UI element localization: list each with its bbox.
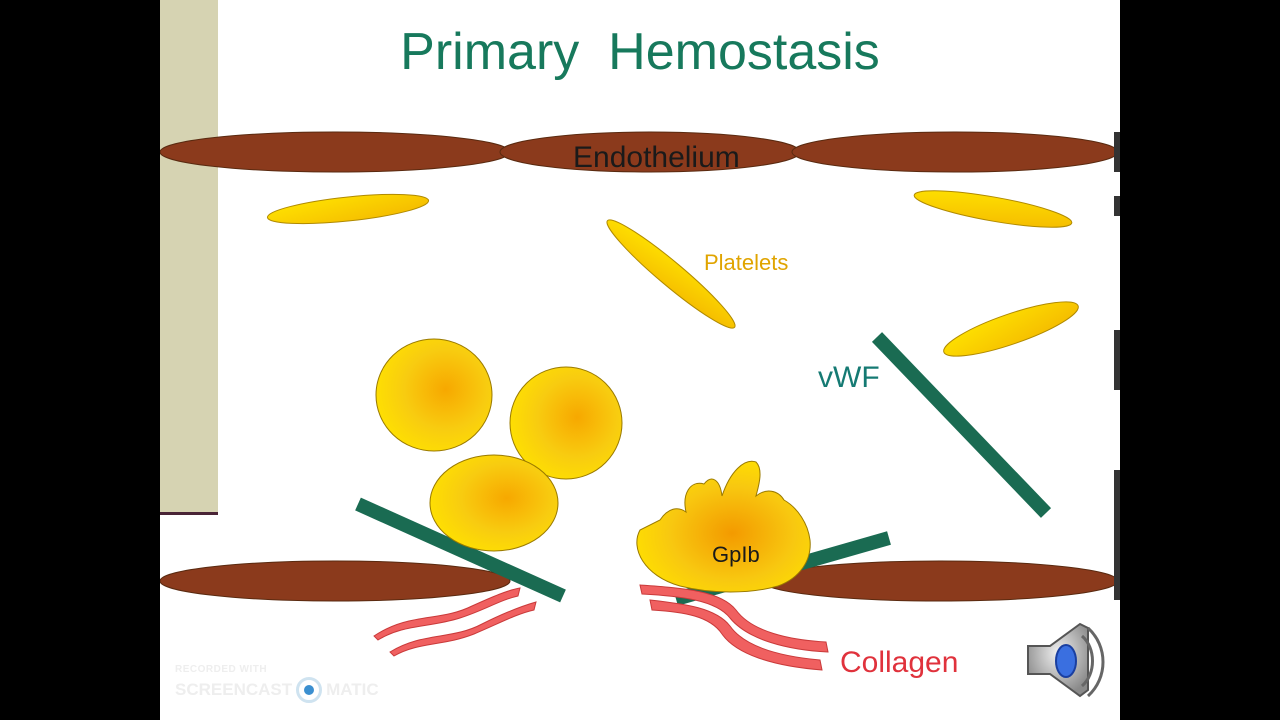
hemostasis-diagram <box>160 131 1119 698</box>
vwf-strand-bound-left <box>355 497 566 603</box>
endothelium-label: Endothelium <box>573 141 740 174</box>
endothelium-cell-bottom-1 <box>160 560 511 602</box>
platelets-label: Platelets <box>704 250 789 275</box>
collagen-fiber-right-1 <box>639 584 829 653</box>
speaker-icon[interactable] <box>1027 622 1105 698</box>
platelet-aggregate-1 <box>375 338 493 452</box>
vwf-label: vWF <box>818 361 880 394</box>
platelet-activated <box>636 460 811 593</box>
collagen-fiber-left-2 <box>389 601 537 657</box>
slide: Primary Hemostasis <box>160 0 1120 720</box>
endothelium-cell-top-3 <box>791 131 1119 173</box>
platelet-resting-3 <box>606 219 736 329</box>
watermark-recorded-with: RECORDED WITH <box>175 664 268 675</box>
platelet-resting-4 <box>943 301 1079 357</box>
slide-edge-marks <box>1114 0 1120 720</box>
screencast-logo-icon <box>296 677 323 703</box>
endothelium-cell-top-1 <box>160 131 511 173</box>
watermark-brand-left: SCREENCAST <box>175 680 293 699</box>
slide-title: Primary Hemostasis <box>400 23 880 81</box>
screencast-watermark: RECORDED WITH SCREENCAST MATIC <box>175 664 379 703</box>
collagen-label: Collagen <box>840 646 959 679</box>
watermark-brand: SCREENCAST MATIC <box>175 677 379 703</box>
vwf-strand-free <box>871 332 1052 518</box>
endothelium-cell-bottom-2 <box>761 560 1119 602</box>
watermark-brand-right: MATIC <box>326 680 379 699</box>
collagen-fiber-left-1 <box>373 587 521 641</box>
platelet-resting-1 <box>266 193 430 225</box>
gpib-label: GpIb <box>712 542 760 567</box>
platelet-aggregate-3 <box>429 454 559 552</box>
platelet-aggregate-2 <box>509 366 623 480</box>
collagen-fiber-right-2 <box>649 599 823 671</box>
platelet-resting-2 <box>913 190 1073 228</box>
slide-sidebar-bar <box>160 0 218 515</box>
